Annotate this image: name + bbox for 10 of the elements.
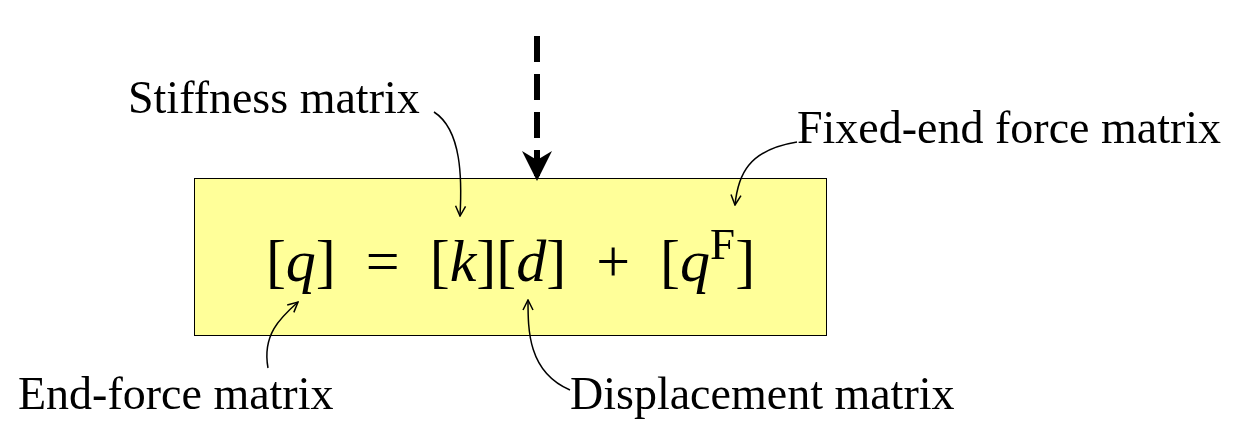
equation-box bbox=[194, 178, 827, 336]
annotation-label: Fixed-end force matrix bbox=[797, 102, 1243, 158]
annotation-label: End-force matrix bbox=[18, 368, 348, 420]
leader-line bbox=[266, 301, 299, 369]
leader-line bbox=[433, 111, 467, 217]
leader-line bbox=[522, 299, 571, 391]
annotation-label: Stiffness matrix bbox=[128, 72, 434, 128]
annotation-label: Displacement matrix bbox=[570, 368, 974, 420]
arrow bbox=[522, 36, 552, 181]
leader-line bbox=[730, 141, 798, 206]
